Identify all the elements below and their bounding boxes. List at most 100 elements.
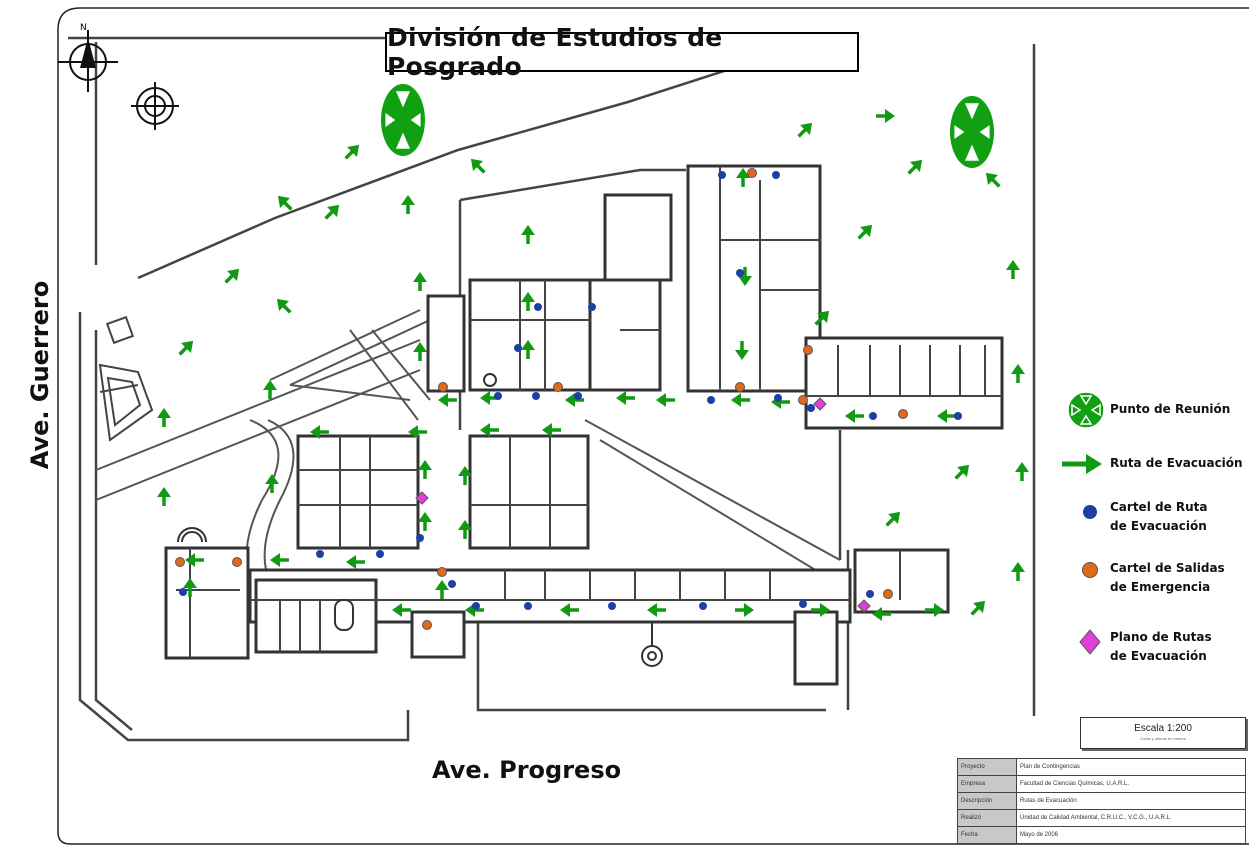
title-block-value: Mayo de 2006 bbox=[1016, 826, 1246, 844]
exit-sign bbox=[735, 382, 745, 392]
route-sign bbox=[179, 588, 187, 596]
route-arrow bbox=[276, 298, 292, 314]
route-sign bbox=[588, 303, 596, 311]
scale-label: Escala 1:200 bbox=[1134, 723, 1192, 734]
exit-sign bbox=[232, 557, 242, 567]
route-sign bbox=[736, 269, 744, 277]
meeting-point-icon bbox=[950, 96, 994, 168]
route-arrow bbox=[735, 603, 754, 617]
route-arrow bbox=[324, 204, 340, 220]
route-sign bbox=[707, 396, 715, 404]
exit-sign bbox=[438, 382, 448, 392]
route-arrow bbox=[392, 603, 411, 617]
route-arrow bbox=[560, 603, 579, 617]
title-block-key: Proyecto bbox=[957, 758, 1017, 776]
exit-sign bbox=[747, 168, 757, 178]
map-frame bbox=[57, 7, 1249, 845]
title-block-row: Fecha Mayo de 2006 bbox=[957, 826, 1246, 844]
route-sign bbox=[494, 392, 502, 400]
route-arrow bbox=[401, 195, 415, 214]
route-sign bbox=[954, 412, 962, 420]
exit-sign bbox=[422, 620, 432, 630]
exit-sign bbox=[798, 395, 808, 405]
route-arrow bbox=[954, 464, 970, 480]
compass-rose bbox=[131, 82, 179, 130]
route-arrow bbox=[1015, 462, 1029, 481]
small-structures bbox=[98, 315, 154, 442]
route-arrow bbox=[344, 144, 360, 160]
title-block: Proyecto Plan de Contingencias Empresa F… bbox=[957, 758, 1246, 844]
route-arrow bbox=[876, 109, 895, 123]
exit-sign bbox=[898, 409, 908, 419]
title-block-row: Descripción Rutas de Evacuación bbox=[957, 792, 1246, 810]
title-block-row: Empresa Facultad de Ciencias Químicas, U… bbox=[957, 775, 1246, 793]
route-arrow bbox=[1011, 364, 1025, 383]
route-sign bbox=[524, 602, 532, 610]
route-arrow bbox=[845, 409, 864, 423]
plan-marker bbox=[415, 491, 429, 505]
route-arrow bbox=[811, 603, 830, 617]
legend-label-plan-1: Plano de Rutas bbox=[1110, 630, 1212, 644]
route-sign bbox=[807, 404, 815, 412]
plan-markers bbox=[415, 397, 871, 613]
route-arrow bbox=[413, 272, 427, 291]
legend-item-route: Ruta de Evacuación bbox=[1058, 444, 1243, 488]
title-block-row: Realizó Unidad de Calidad Ambiental, C.R… bbox=[957, 809, 1246, 827]
route-arrow bbox=[907, 159, 923, 175]
meeting-point-icon bbox=[381, 84, 425, 156]
legend-label-meeting-point: Punto de Reunión bbox=[1110, 402, 1231, 416]
route-arrow bbox=[157, 487, 171, 506]
route-arrow bbox=[480, 423, 499, 437]
route-sign bbox=[514, 344, 522, 352]
route-sign bbox=[532, 392, 540, 400]
route-sign bbox=[699, 602, 707, 610]
route-sign bbox=[416, 534, 424, 542]
route-signs bbox=[179, 171, 962, 610]
legend-label-plan-2: de Evacuación bbox=[1110, 649, 1207, 663]
title-block-row: Proyecto Plan de Contingencias bbox=[957, 758, 1246, 776]
route-arrow bbox=[183, 578, 197, 597]
exit-signs bbox=[175, 168, 908, 630]
route-arrow bbox=[542, 423, 561, 437]
route-arrow bbox=[265, 474, 279, 493]
route-arrow bbox=[413, 342, 427, 361]
map-title: División de Estudios de Posgrado bbox=[385, 23, 859, 81]
route-arrow bbox=[224, 268, 240, 284]
title-block-key: Fecha bbox=[957, 826, 1017, 844]
route-arrow bbox=[814, 310, 830, 326]
meeting-point-icon bbox=[1067, 391, 1105, 429]
route-arrow bbox=[885, 511, 901, 527]
route-arrow bbox=[470, 158, 486, 174]
title-block-value: Rutas de Evacuación bbox=[1016, 792, 1246, 810]
street-label-left: Ave. Guerrero bbox=[26, 280, 54, 470]
north-arrow: N bbox=[58, 23, 118, 92]
route-arrow bbox=[731, 393, 750, 407]
route-arrow bbox=[656, 393, 675, 407]
route-sign bbox=[574, 392, 582, 400]
title-block-key: Empresa bbox=[957, 775, 1017, 793]
route-arrow bbox=[418, 460, 432, 479]
route-sign bbox=[799, 600, 807, 608]
route-arrow bbox=[1011, 562, 1025, 581]
route-arrow bbox=[346, 555, 365, 569]
title-block-value: Unidad de Calidad Ambiental, C.R.U.C., V… bbox=[1016, 809, 1246, 827]
scale-box: Escala 1:200 Cotas y alturas en metros bbox=[1080, 717, 1246, 749]
route-arrow bbox=[521, 292, 535, 311]
legend-label-exit-sign-2: de Emergencia bbox=[1110, 580, 1211, 594]
exit-sign bbox=[803, 345, 813, 355]
legend-item-plan: Plano de Rutas de Evacuación bbox=[1058, 624, 1212, 668]
route-arrow bbox=[185, 553, 204, 567]
route-arrow-icon bbox=[1062, 454, 1102, 474]
route-arrow bbox=[277, 195, 293, 211]
plan-marker bbox=[813, 397, 827, 411]
route-arrow bbox=[310, 425, 329, 439]
exit-sign bbox=[437, 567, 447, 577]
route-sign bbox=[866, 590, 874, 598]
route-arrow bbox=[458, 466, 472, 485]
exit-sign bbox=[553, 382, 563, 392]
route-sign bbox=[772, 171, 780, 179]
route-arrow bbox=[736, 168, 750, 187]
title-block-value: Plan de Contingencias bbox=[1016, 758, 1246, 776]
